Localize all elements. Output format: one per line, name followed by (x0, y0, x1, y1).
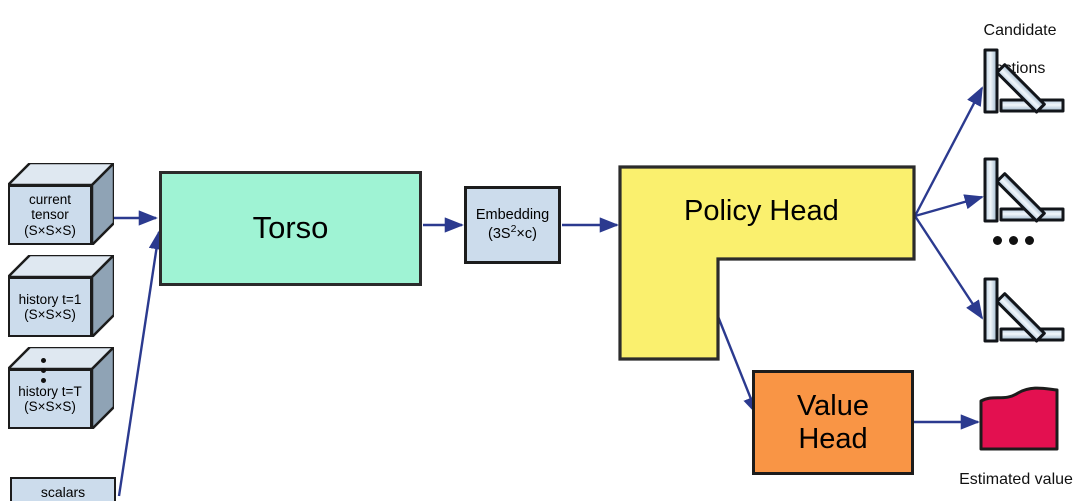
input-cube-current-tensor: current tensor (S×S×S) (8, 163, 114, 245)
policy-head-shape (618, 165, 916, 361)
embedding-label-line1: Embedding (475, 206, 550, 223)
candidate-actions-ellipsis-icon (993, 236, 1034, 245)
torso-label: Torso (252, 210, 329, 246)
candidate-action-icon-3 (975, 275, 1067, 367)
cube-3d-faces (8, 347, 114, 429)
distribution-label-line1: Estimated value (959, 470, 1073, 488)
cube-front-face: history t=T (S×S×S) (8, 369, 92, 429)
estimated-value-distribution-label: Estimated value distribution (952, 452, 1080, 501)
torso-box: Torso (159, 171, 422, 286)
cube-front-face: history t=1 (S×S×S) (8, 277, 92, 337)
input-cube-history-tT: history t=T (S×S×S) (8, 347, 114, 429)
cube-3d-faces (8, 255, 114, 337)
edge-policy-to-action-3 (913, 215, 984, 320)
cube-label-line1: current (28, 191, 72, 207)
edge-scalars-to-torso (117, 230, 165, 497)
input-cube-history-t1: history t=1 (S×S×S) (8, 255, 114, 337)
candidate-action-icon-1 (975, 46, 1067, 138)
cube-label-line1: history t=T (18, 383, 82, 399)
scalars-box: scalars (10, 477, 116, 501)
cube-label-line1: history t=1 (18, 291, 82, 307)
cube-front-face: current tensor (S×S×S) (8, 185, 92, 245)
edge-policy-to-action-2 (914, 194, 984, 218)
value-head-box: Value Head (752, 370, 914, 475)
candidate-actions-label-line1: Candidate (983, 21, 1057, 39)
value-head-label-line1: Value (796, 390, 870, 423)
cube-label-line3: (S×S×S) (24, 222, 76, 238)
history-vertical-ellipsis-icon (41, 358, 46, 383)
policy-head-label: Policy Head (684, 195, 839, 227)
embedding-shape-suffix: ×c) (516, 225, 537, 242)
embedding-label-line2: (3S2×c) (488, 224, 537, 243)
embedding-box: Embedding (3S2×c) (464, 186, 561, 264)
cube-label-line2: tensor (31, 207, 69, 223)
embedding-exponent: 2 (510, 224, 517, 236)
policy-head-box: Policy Head (618, 165, 918, 361)
cube-label-line2: (S×S×S) (24, 399, 76, 414)
embedding-shape-prefix: (3S (488, 225, 511, 242)
candidate-action-icon-2 (975, 155, 1067, 247)
scalars-label: scalars (40, 484, 86, 500)
value-head-label-line2: Head (798, 422, 868, 455)
cube-label-line2: (S×S×S) (24, 307, 76, 322)
estimated-value-distribution-shape (978, 386, 1060, 452)
edge-policy-to-action-1 (913, 86, 984, 217)
